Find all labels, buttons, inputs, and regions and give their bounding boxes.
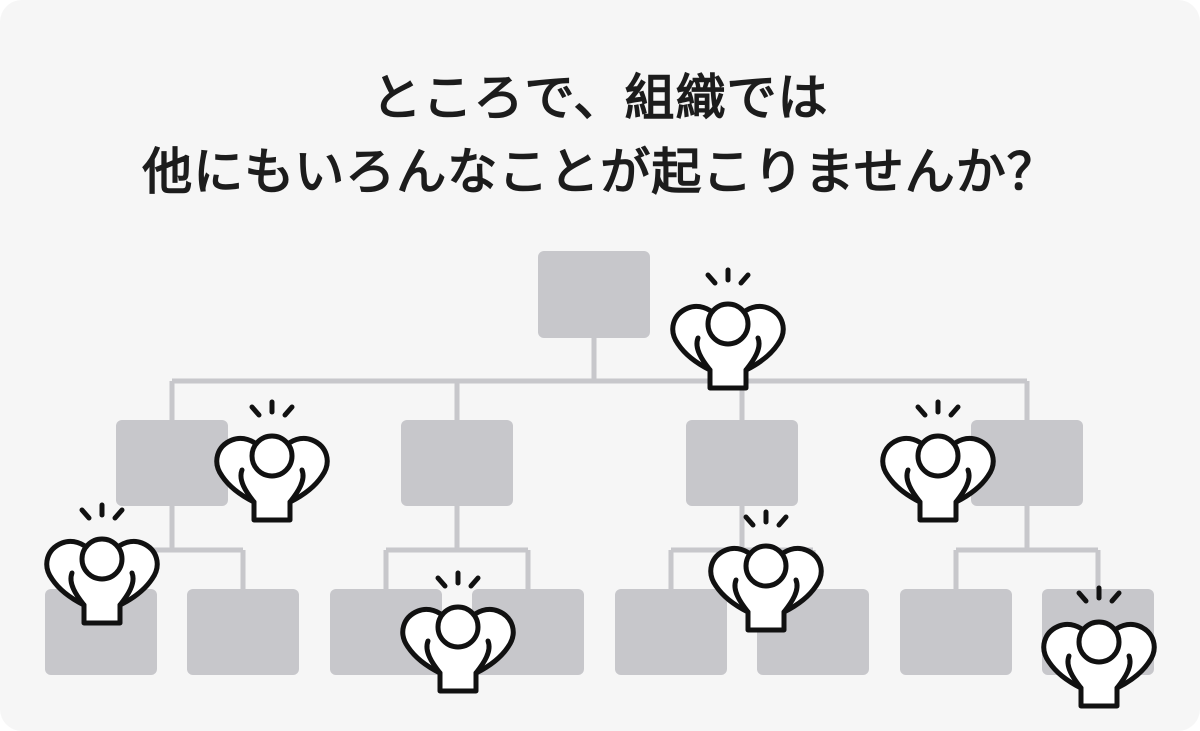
org-box-level2: [686, 420, 798, 506]
org-box-top: [538, 251, 650, 338]
org-box-level3: [900, 589, 1012, 675]
org-box-level3: [615, 589, 727, 675]
org-box-level3: [187, 589, 299, 675]
org-box-level3: [45, 589, 157, 675]
org-box-level2: [971, 420, 1083, 506]
org-boxes: [45, 251, 1154, 675]
stressed-person-icon: [673, 270, 783, 388]
stressed-person-icon: [217, 402, 327, 520]
org-box-level2: [401, 420, 513, 506]
headline-line-2: 他にもいろんなことが起こりませんか？: [142, 143, 1058, 201]
org-box-level2: [116, 420, 228, 506]
headline-line-1: ところで、組織では: [371, 69, 829, 127]
